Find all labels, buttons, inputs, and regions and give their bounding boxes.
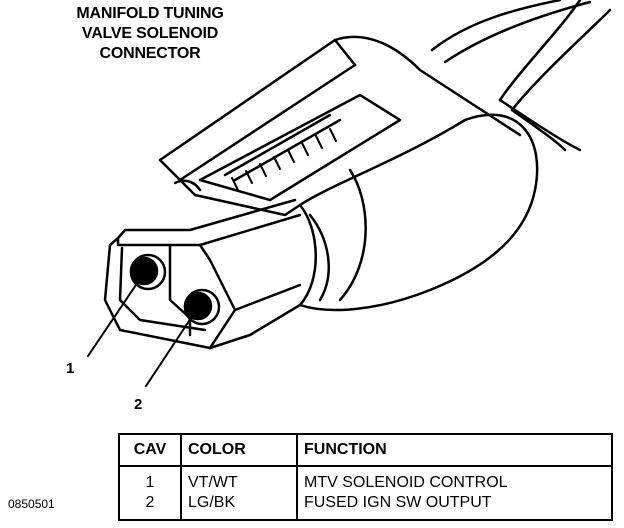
table-row: 2 LG/BK FUSED IGN SW OUTPUT [119, 493, 612, 520]
leader-line-1 [87, 275, 143, 357]
cell-color: LG/BK [180, 493, 297, 520]
connector-front-body [103, 198, 302, 350]
figure-id: 0850501 [8, 497, 55, 511]
callout-2: 2 [134, 396, 143, 413]
callout-leaders [87, 275, 196, 387]
cell-cav: 1 [145, 474, 155, 491]
pinout-table: CAV COLOR FUNCTION 1 VT/WT MTV SOLENOID … [118, 433, 613, 521]
diagram-title: MANIFOLD TUNING VALVE SOLENOID CONNECTOR [40, 4, 260, 64]
wire-harness [430, 0, 612, 152]
title-line-2: VALVE SOLENOID [81, 25, 219, 42]
connector-rear-boot [298, 113, 539, 312]
callout-1: 1 [66, 360, 75, 377]
cell-cav: 2 [145, 494, 155, 511]
cell-function: MTV SOLENOID CONTROL [296, 466, 612, 493]
title-line-1: MANIFOLD TUNING [76, 5, 224, 22]
cavity-1 [129, 253, 167, 291]
header-color: COLOR [180, 434, 297, 467]
locking-tab [158, 35, 522, 217]
table-row: 1 VT/WT MTV SOLENOID CONTROL [119, 466, 612, 493]
title-line-3: CONNECTOR [99, 45, 201, 62]
cavity-2 [183, 288, 221, 326]
header-cav: CAV [119, 434, 181, 467]
leader-line-2 [145, 311, 196, 387]
cell-color: VT/WT [180, 466, 297, 493]
table-header-row: CAV COLOR FUNCTION [119, 434, 612, 467]
header-function: FUNCTION [296, 434, 612, 467]
grip-ribs [231, 128, 337, 191]
cell-function: FUSED IGN SW OUTPUT [296, 493, 612, 520]
